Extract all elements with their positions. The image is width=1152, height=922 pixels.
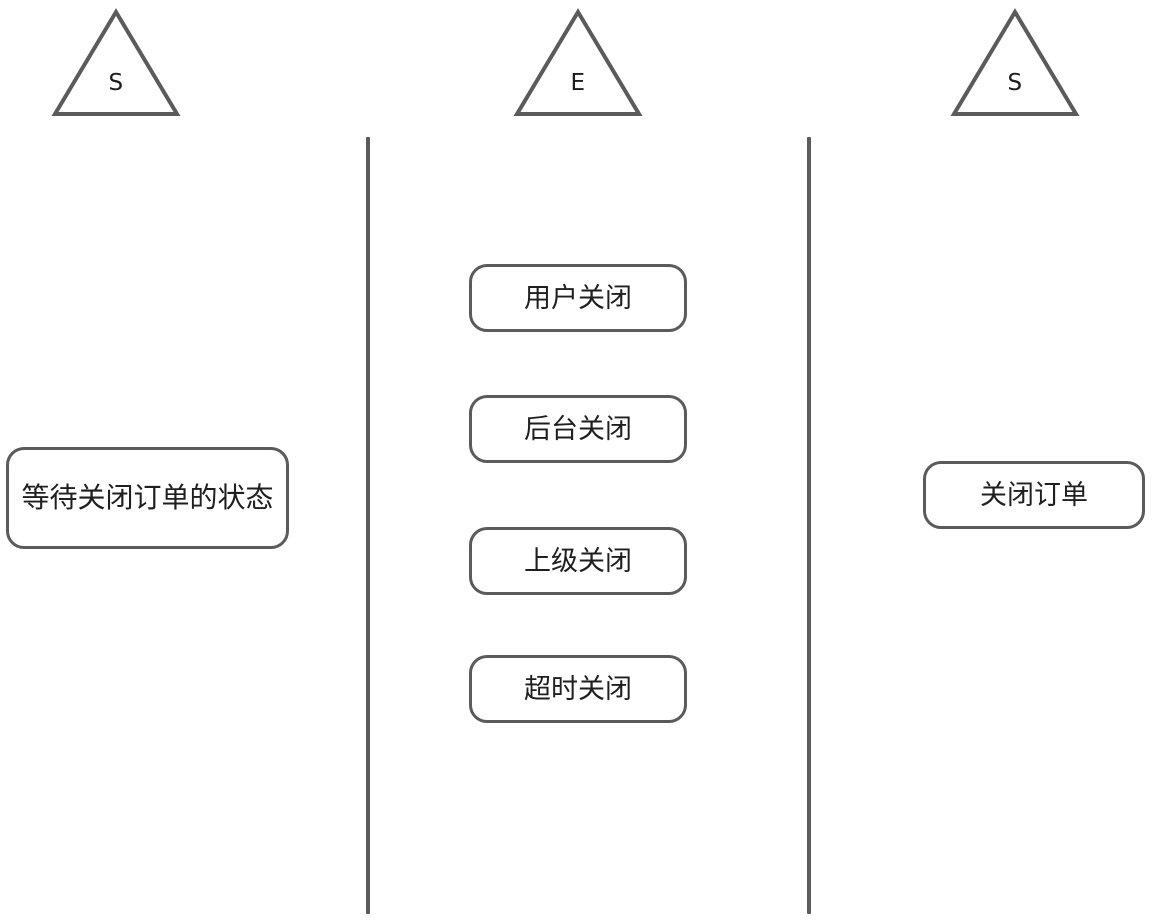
start-marker-left-label: S bbox=[108, 70, 124, 96]
swimlane-divider-left bbox=[366, 137, 370, 914]
node-wait-close-order-state[interactable]: 等待关闭订单的状态 bbox=[6, 447, 289, 549]
start-marker-left[interactable]: S bbox=[51, 8, 181, 118]
node-supervisor-close[interactable]: 上级关闭 bbox=[469, 527, 687, 595]
node-close-order-label: 关闭订单 bbox=[980, 479, 1088, 511]
node-timeout-close-label: 超时关闭 bbox=[524, 673, 632, 705]
node-wait-close-order-state-label: 等待关闭订单的状态 bbox=[21, 481, 274, 514]
node-close-order[interactable]: 关闭订单 bbox=[923, 461, 1145, 529]
event-marker-middle-label: E bbox=[570, 70, 586, 96]
node-timeout-close[interactable]: 超时关闭 bbox=[469, 655, 687, 723]
start-marker-right[interactable]: S bbox=[950, 8, 1080, 118]
start-marker-right-label: S bbox=[1007, 70, 1023, 96]
node-backend-close[interactable]: 后台关闭 bbox=[469, 395, 687, 463]
event-marker-middle[interactable]: E bbox=[513, 8, 643, 118]
node-supervisor-close-label: 上级关闭 bbox=[524, 545, 632, 577]
swimlane-divider-right bbox=[807, 137, 811, 914]
node-user-close[interactable]: 用户关闭 bbox=[469, 264, 687, 332]
node-user-close-label: 用户关闭 bbox=[524, 282, 632, 314]
node-backend-close-label: 后台关闭 bbox=[524, 413, 632, 445]
